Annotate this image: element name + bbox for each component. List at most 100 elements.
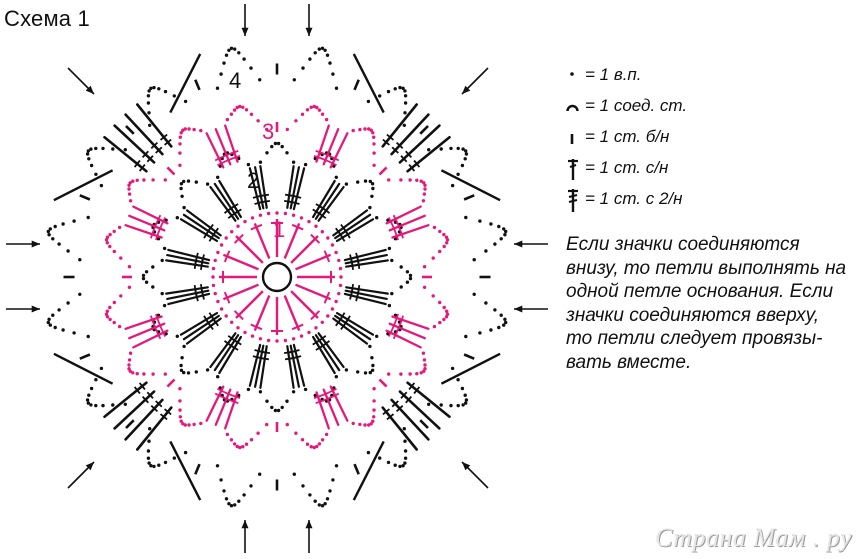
chain-dot	[117, 225, 122, 230]
chain-dot	[178, 142, 182, 146]
chain-dot	[141, 276, 146, 281]
chain-dot	[179, 186, 183, 191]
chain-dot	[85, 398, 90, 402]
chain-dot	[66, 249, 70, 253]
round3-stitch-bar	[150, 230, 155, 239]
chain-dot	[127, 192, 132, 196]
chain-dot	[258, 390, 263, 394]
chain-dot	[331, 72, 335, 76]
chain-dot	[179, 419, 183, 423]
chain-dot	[246, 162, 251, 167]
round3-stitch-bar	[394, 313, 399, 323]
round3-stitch-bar	[323, 152, 332, 158]
chain-dot	[112, 249, 117, 254]
round1-stitch-top	[323, 250, 331, 263]
chain-dot	[456, 378, 460, 382]
round3-stitch-bar	[330, 392, 340, 399]
chain-dot	[157, 463, 161, 467]
round3-stitch-bar	[315, 150, 324, 155]
chain-dot	[179, 131, 183, 135]
chain-dot	[285, 127, 289, 132]
chain-dot	[323, 502, 327, 506]
chain-dot	[187, 423, 191, 427]
chain-dot	[334, 464, 339, 468]
chain-dot	[46, 229, 50, 234]
watermark-logo: Страна Мам . ру	[655, 523, 852, 552]
legend-label: = 1 ст. с 2/н	[585, 189, 683, 208]
chain-dot	[105, 235, 110, 239]
round3-stitch-bar	[230, 150, 239, 155]
round2-stitch-bar	[344, 230, 351, 239]
round3-stitch-bar	[315, 399, 324, 404]
round1-stitch	[290, 290, 319, 319]
round2-stitch-bar	[252, 355, 262, 360]
round4-corner-stitch	[103, 381, 148, 419]
round2-stitch-bar	[230, 203, 239, 210]
chain-dot	[431, 294, 435, 298]
chain-dot	[258, 337, 263, 341]
chain-dot	[371, 419, 375, 423]
round2-stitch-bar	[207, 223, 214, 232]
chain-dot	[99, 366, 104, 371]
round4-corner-side	[169, 53, 202, 114]
round4-corner-side	[440, 352, 501, 385]
chain-dot	[199, 128, 203, 133]
chain-dot	[178, 415, 182, 419]
chain-dot	[378, 94, 382, 98]
chain-dot	[117, 324, 122, 329]
chain-dot	[244, 442, 249, 446]
chain-dot	[211, 275, 215, 279]
chain-dot	[372, 399, 376, 403]
round3-stitch-bar	[222, 396, 231, 402]
chain-dot	[224, 53, 229, 57]
chain-dot	[258, 78, 262, 82]
round2-stitch-bar	[335, 318, 342, 327]
round1-stitch	[235, 290, 264, 319]
chain-dot	[285, 422, 289, 427]
chain-dot	[484, 249, 488, 253]
chain-dot	[57, 308, 61, 312]
chain-dot	[472, 292, 476, 296]
note-line: то петли следует провязы-	[566, 328, 823, 349]
chain-dot	[86, 149, 91, 153]
single-crochet-bar-icon	[570, 134, 574, 144]
chain-dot	[369, 128, 373, 132]
round4-corner-stitch-bar	[138, 382, 146, 390]
chain-dot	[162, 303, 167, 308]
chain-dot	[194, 370, 198, 374]
chain-dot	[444, 315, 449, 319]
chain-dot	[390, 291, 394, 296]
chain-dot	[449, 146, 453, 151]
legend-label: = 1 в.п.	[585, 65, 642, 84]
chain-dot	[127, 187, 131, 191]
chain-dot	[135, 372, 139, 376]
round1-stitch	[222, 253, 259, 271]
chain-dot	[351, 128, 355, 133]
round4-corner-stitch-bar	[405, 395, 413, 404]
chain-dot	[399, 372, 403, 376]
chain-dot	[72, 331, 76, 335]
chain-dot	[187, 127, 191, 131]
round4-corner-stitch	[406, 136, 451, 173]
round4-corner-stitch-bar	[391, 146, 399, 154]
chain-dot	[363, 371, 368, 375]
chain-dot	[51, 237, 55, 241]
chain-dot	[172, 94, 176, 98]
chain-dot	[291, 160, 296, 164]
round2-stitch-bar	[261, 200, 271, 204]
chain-dot	[265, 399, 269, 403]
chain-dot	[432, 225, 437, 230]
chain-dot	[283, 338, 288, 343]
chain-dot	[503, 317, 507, 321]
round2-stitch-bar	[339, 233, 346, 242]
chain-dot	[78, 292, 82, 296]
round3-stitch-bar	[392, 330, 399, 340]
chain-dot	[160, 258, 164, 263]
chain-dot	[372, 163, 376, 167]
round3-stitch-bar	[387, 217, 394, 226]
round4-corner-stitch-bar	[155, 146, 163, 154]
round4-corner-stitch	[136, 406, 173, 451]
chain-dot	[294, 119, 298, 123]
single-crochet-mark	[463, 194, 475, 201]
round2-stitch-bar	[227, 335, 236, 342]
